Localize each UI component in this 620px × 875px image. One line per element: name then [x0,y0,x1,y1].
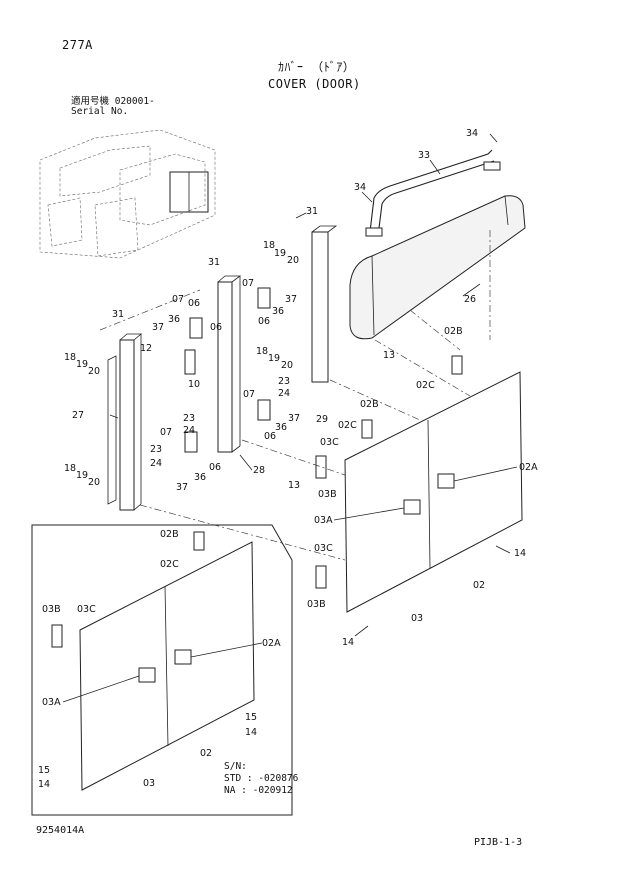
callout-14: 14 [514,548,526,559]
callout-03a: 03A [42,697,61,708]
callout-03: 03 [143,778,155,789]
title-japanese: ｶﾊﾞｰ （ﾄﾞｱ） [278,60,356,74]
callout-24: 24 [150,458,162,469]
callout-02b: 02B [160,529,179,540]
title-english: COVER (DOOR) [268,77,361,91]
callout-36: 36 [194,472,206,483]
callout-07: 07 [243,389,255,400]
callout-23: 23 [150,444,162,455]
callout-02: 02 [200,748,212,759]
callout-02b: 02B [360,399,379,410]
callout-03c: 03C [77,604,96,615]
callout-02a: 02A [519,462,538,473]
callout-18: 18 [64,352,76,363]
hinge-brackets [184,287,271,453]
callout-03: 03 [411,613,423,624]
callout-24: 24 [183,425,195,436]
callout-28: 28 [253,465,265,476]
callout-14: 14 [38,779,50,790]
callout-37: 37 [288,413,300,424]
upper-cover [349,149,526,340]
callout-37: 37 [285,294,297,305]
callout-15: 15 [245,712,257,723]
callout-12: 12 [140,343,152,354]
callout-06: 06 [258,316,270,327]
callout-18: 18 [64,463,76,474]
callout-31: 31 [208,257,220,268]
callout-20: 20 [287,255,299,266]
callout-23: 23 [183,413,195,424]
callout-06: 06 [188,298,200,309]
callout-02a: 02A [262,638,281,649]
serial-english: Serial No. [71,106,129,117]
callout-02c: 02C [338,420,357,431]
callout-14: 14 [245,727,257,738]
callout-03c: 03C [314,543,333,554]
callout-02c: 02C [160,559,179,570]
center-posts [217,225,338,453]
callout-36: 36 [272,306,284,317]
callout-31: 31 [112,309,124,320]
callout-03c: 03C [320,437,339,448]
callout-33: 33 [418,150,430,161]
inset-na-range: NA : -020912 [224,785,293,796]
callout-19: 19 [268,353,280,364]
callout-14: 14 [342,637,354,648]
callout-07: 07 [160,427,172,438]
callout-10: 10 [188,379,200,390]
inset-door [51,531,255,791]
callout-02c: 02C [416,380,435,391]
callout-13: 13 [383,350,395,361]
callout-18: 18 [256,346,268,357]
callout-06: 06 [210,322,222,333]
callout-20: 20 [88,366,100,377]
callout-06: 06 [264,431,276,442]
machine-outline [39,129,216,259]
callout-37: 37 [176,482,188,493]
callout-06: 06 [209,462,221,473]
callout-15: 15 [38,765,50,776]
callout-03b: 03B [42,604,61,615]
callout-07: 07 [172,294,184,305]
callout-36: 36 [275,422,287,433]
assembly-lines [99,230,491,561]
callout-34: 34 [466,128,478,139]
callout-20: 20 [88,477,100,488]
drawing-number: 9254014A [36,825,85,836]
callout-34: 34 [354,182,366,193]
callout-03a: 03A [314,515,333,526]
callout-02b: 02B [444,326,463,337]
serial-japanese: 適用号機 020001- [71,96,155,107]
left-post [107,333,143,511]
callout-37: 37 [152,322,164,333]
callout-19: 19 [76,470,88,481]
callout-36: 36 [168,314,180,325]
callout-07: 07 [242,278,254,289]
callout-27: 27 [72,410,84,421]
callout-19: 19 [274,248,286,259]
callout-18: 18 [263,240,275,251]
leader-lines [62,133,518,703]
callout-03b: 03B [318,489,337,500]
callout-20: 20 [281,360,293,371]
inset-std-range: STD : -020876 [224,773,299,784]
callout-23: 23 [278,376,290,387]
callout-31: 31 [306,206,318,217]
page-code: 277A [62,38,93,52]
callout-26: 26 [464,294,476,305]
callout-13: 13 [288,480,300,491]
callout-03b: 03B [307,599,326,610]
callout-24: 24 [278,388,290,399]
main-door [315,355,523,613]
callout-19: 19 [76,359,88,370]
inset-sn-label: S/N: [224,761,247,772]
page-reference: PIJB-1-3 [474,837,523,848]
callout-02: 02 [473,580,485,591]
callout-29: 29 [316,414,328,425]
